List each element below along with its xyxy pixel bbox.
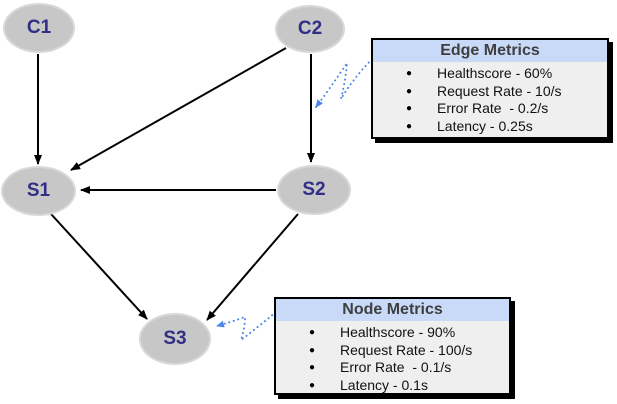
node-s1-label: S1 bbox=[26, 180, 51, 201]
edge-metrics-list: ●Healthscore - 60% ●Request Rate - 10/s … bbox=[373, 65, 607, 135]
bullet-icon: ● bbox=[406, 85, 413, 97]
node-metrics-box: Node Metrics ●Healthscore - 90% ●Request… bbox=[274, 297, 511, 395]
bullet-icon: ● bbox=[406, 103, 413, 114]
node-c1: C1 bbox=[3, 3, 75, 53]
node-s2: S2 bbox=[277, 165, 351, 215]
node-c2-label: C2 bbox=[297, 18, 323, 39]
node-metrics-callout-arrow bbox=[216, 305, 284, 343]
node-c1-label: C1 bbox=[26, 17, 52, 38]
bullet-icon: ● bbox=[406, 120, 413, 132]
bullet-icon: ● bbox=[309, 327, 316, 338]
node-metric-request-rate: ●Request Rate - 100/s bbox=[309, 341, 473, 358]
edge-c2-s1 bbox=[70, 47, 287, 171]
node-metrics-title: Node Metrics bbox=[276, 299, 509, 321]
node-metrics-list: ●Healthscore - 90% ●Request Rate - 100/s… bbox=[276, 324, 509, 394]
edge-metrics-title: Edge Metrics bbox=[373, 40, 607, 62]
edge-s2-s3 bbox=[206, 213, 299, 321]
edge-metrics-box: Edge Metrics ●Healthscore - 60% ●Request… bbox=[371, 38, 609, 139]
bullet-icon: ● bbox=[309, 379, 316, 391]
node-s2-label: S2 bbox=[302, 179, 326, 200]
node-s3-label: S3 bbox=[163, 328, 187, 349]
bullet-icon: ● bbox=[309, 344, 316, 356]
node-c2: C2 bbox=[275, 5, 345, 53]
edge-metric-request-rate: ●Request Rate - 10/s bbox=[406, 82, 562, 99]
edge-metrics-callout-arrow bbox=[315, 58, 373, 108]
node-s1: S1 bbox=[1, 166, 76, 216]
node-metric-error-rate: ●Error Rate - 0.1/s bbox=[309, 359, 452, 375]
edge-metric-latency: ●Latency - 0.25s bbox=[406, 117, 533, 134]
bullet-icon: ● bbox=[309, 362, 316, 373]
node-metric-healthscore: ●Healthscore - 90% bbox=[309, 324, 456, 340]
node-metric-latency: ●Latency - 0.1s bbox=[309, 376, 428, 393]
node-s3: S3 bbox=[139, 313, 211, 365]
edge-s1-s3 bbox=[50, 213, 148, 320]
edge-metric-error-rate: ●Error Rate - 0.2/s bbox=[406, 100, 549, 116]
edge-metric-healthscore: ●Healthscore - 60% bbox=[406, 65, 553, 81]
bullet-icon: ● bbox=[406, 68, 413, 79]
